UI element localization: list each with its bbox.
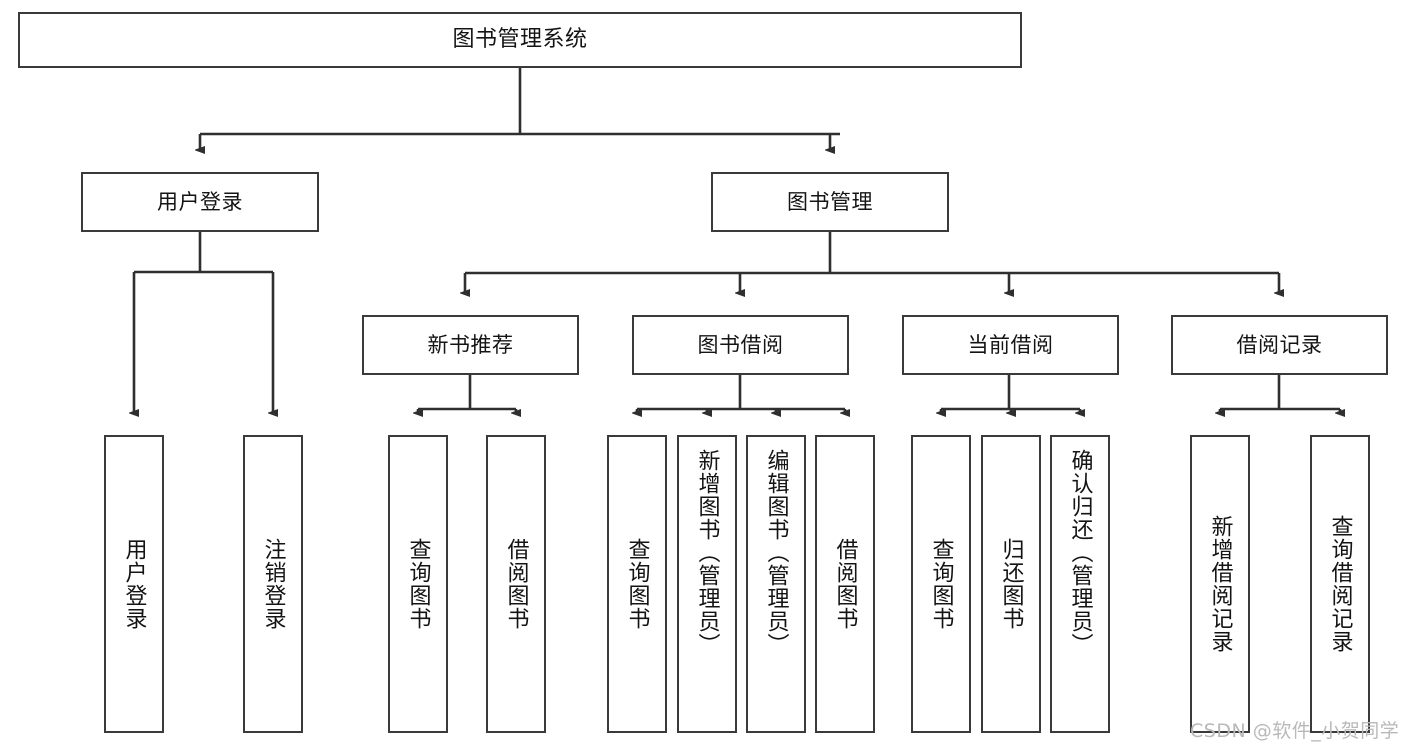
watermark: CSDN @软件_小贺同学 bbox=[1190, 716, 1399, 743]
node-leaf-add-record[interactable]: 新增借阅记录 bbox=[1190, 435, 1250, 733]
node-user-login[interactable]: 用户登录 bbox=[81, 172, 319, 232]
node-leaf-query-book-3[interactable]: 查询图书 bbox=[911, 435, 971, 733]
node-leaf-query-book-1-label: 查询图书 bbox=[405, 538, 431, 630]
node-leaf-confirm-return-label: 确认归还（管理员） bbox=[1067, 449, 1093, 656]
node-leaf-user-login[interactable]: 用户登录 bbox=[104, 435, 164, 733]
node-borrow-record-label: 借阅记录 bbox=[1236, 332, 1323, 357]
watermark-text: CSDN @软件_小贺同学 bbox=[1190, 720, 1400, 742]
node-leaf-edit-book[interactable]: 编辑图书（管理员） bbox=[746, 435, 806, 733]
node-leaf-edit-book-label: 编辑图书（管理员） bbox=[763, 449, 789, 656]
node-leaf-borrow-book-2[interactable]: 借阅图书 bbox=[815, 435, 875, 733]
node-leaf-borrow-book-1-label: 借阅图书 bbox=[503, 538, 529, 630]
node-root[interactable]: 图书管理系统 bbox=[18, 12, 1022, 68]
node-user-login-label: 用户登录 bbox=[157, 189, 243, 214]
node-leaf-query-record-label: 查询借阅记录 bbox=[1327, 515, 1353, 653]
node-leaf-add-record-label: 新增借阅记录 bbox=[1207, 515, 1233, 653]
node-book-manage-label: 图书管理 bbox=[787, 189, 873, 214]
node-leaf-user-login-label: 用户登录 bbox=[121, 538, 147, 630]
node-book-manage[interactable]: 图书管理 bbox=[711, 172, 949, 232]
node-new-book-recommend-label: 新书推荐 bbox=[427, 332, 514, 357]
node-leaf-query-record[interactable]: 查询借阅记录 bbox=[1310, 435, 1370, 733]
node-leaf-borrow-book-1[interactable]: 借阅图书 bbox=[486, 435, 546, 733]
node-leaf-confirm-return[interactable]: 确认归还（管理员） bbox=[1050, 435, 1110, 733]
node-current-borrow-label: 当前借阅 bbox=[967, 332, 1054, 357]
node-leaf-query-book-1[interactable]: 查询图书 bbox=[388, 435, 448, 733]
node-leaf-query-book-3-label: 查询图书 bbox=[928, 538, 954, 630]
node-borrow-record[interactable]: 借阅记录 bbox=[1171, 315, 1388, 375]
node-leaf-query-book-2-label: 查询图书 bbox=[624, 538, 650, 630]
node-leaf-return-book[interactable]: 归还图书 bbox=[981, 435, 1041, 733]
node-leaf-add-book-label: 新增图书（管理员） bbox=[694, 449, 720, 656]
node-leaf-query-book-2[interactable]: 查询图书 bbox=[607, 435, 667, 733]
node-current-borrow[interactable]: 当前借阅 bbox=[902, 315, 1119, 375]
node-new-book-recommend[interactable]: 新书推荐 bbox=[362, 315, 579, 375]
node-root-label: 图书管理系统 bbox=[452, 27, 588, 53]
node-leaf-user-logout-label: 注销登录 bbox=[260, 538, 286, 630]
node-leaf-user-logout[interactable]: 注销登录 bbox=[243, 435, 303, 733]
node-leaf-return-book-label: 归还图书 bbox=[998, 538, 1024, 630]
node-book-borrow[interactable]: 图书借阅 bbox=[632, 315, 849, 375]
node-book-borrow-label: 图书借阅 bbox=[697, 332, 784, 357]
node-leaf-borrow-book-2-label: 借阅图书 bbox=[832, 538, 858, 630]
node-leaf-add-book[interactable]: 新增图书（管理员） bbox=[677, 435, 737, 733]
